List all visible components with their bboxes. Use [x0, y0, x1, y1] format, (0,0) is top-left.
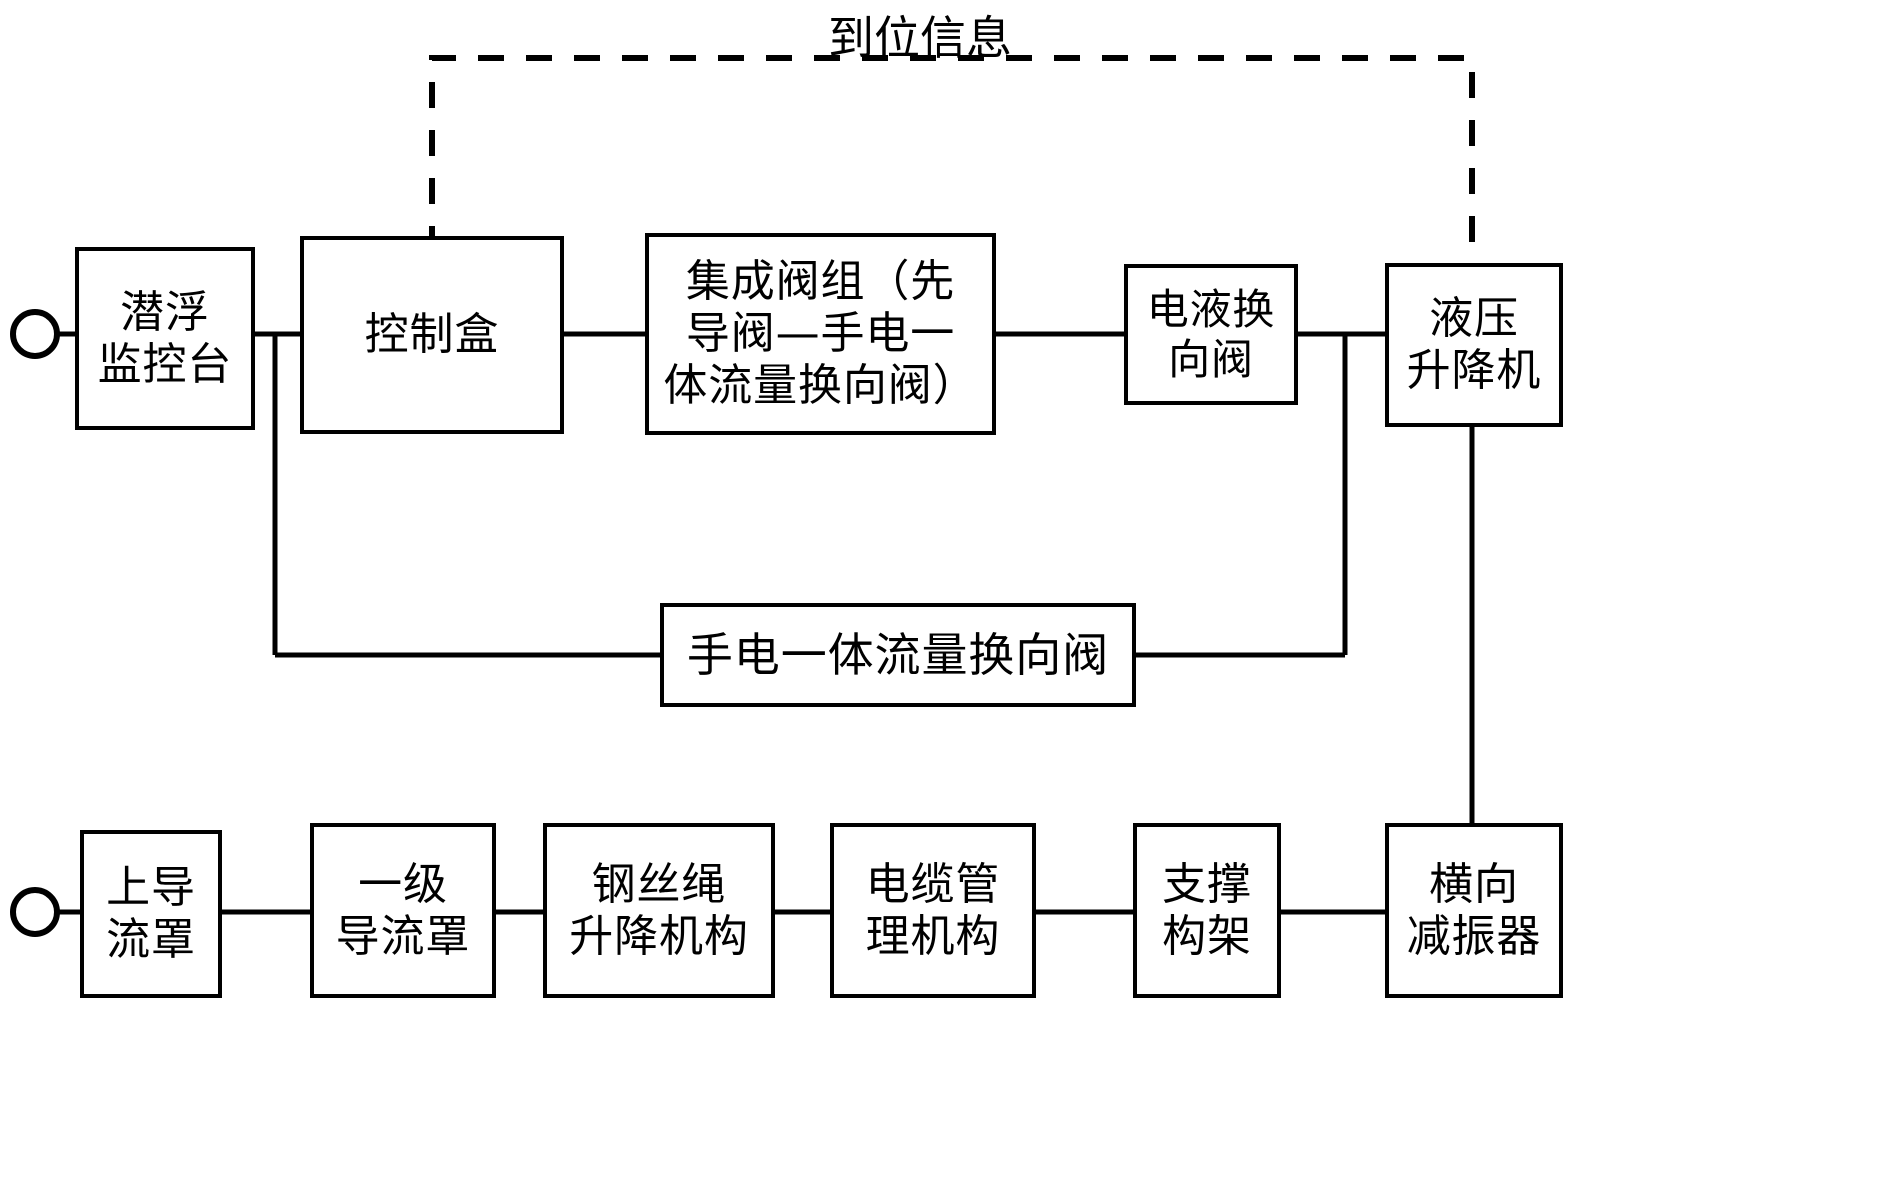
node-hydraulic-lift-label: 液压 升降机 — [1406, 293, 1542, 396]
node-hydraulic-lift[interactable]: 液压 升降机 — [1385, 263, 1563, 427]
node-support-frame[interactable]: 支撑 构架 — [1133, 823, 1281, 998]
node-primary-fairing[interactable]: 一级 导流罩 — [310, 823, 496, 998]
node-integrated-valve-group-label: 集成阀组（先 导阀—手电一 体流量换向阀） — [663, 256, 978, 411]
node-control-box[interactable]: 控制盒 — [300, 236, 564, 434]
node-cable-management-mechanism[interactable]: 电缆管 理机构 — [830, 823, 1036, 998]
node-upper-fairing-label: 上导 流罩 — [106, 862, 196, 965]
node-upper-fairing[interactable]: 上导 流罩 — [80, 830, 222, 998]
top-terminal-circle — [10, 309, 60, 359]
node-control-box-label: 控制盒 — [364, 309, 500, 361]
node-primary-fairing-label: 一级 导流罩 — [335, 858, 471, 962]
node-manual-electric-valve-label: 手电一体流量换向阀 — [686, 627, 1110, 682]
node-submersion-console[interactable]: 潜浮 监控台 — [75, 247, 255, 430]
node-integrated-valve-group[interactable]: 集成阀组（先 导阀—手电一 体流量换向阀） — [645, 233, 996, 435]
node-lateral-damper-label: 横向 减振器 — [1406, 858, 1542, 962]
node-lateral-damper[interactable]: 横向 减振器 — [1385, 823, 1563, 998]
bottom-terminal-circle — [10, 887, 60, 937]
node-wire-rope-lift-mechanism[interactable]: 钢丝绳 升降机构 — [543, 823, 775, 998]
node-cable-management-mechanism-label: 电缆管 理机构 — [865, 858, 1001, 962]
node-wire-rope-lift-mechanism-label: 钢丝绳 升降机构 — [569, 858, 749, 962]
node-electro-hydraulic-valve[interactable]: 电液换 向阀 — [1124, 264, 1298, 405]
node-electro-hydraulic-valve-label: 电液换 向阀 — [1146, 284, 1276, 384]
node-support-frame-label: 支撑 构架 — [1162, 858, 1252, 962]
node-manual-electric-valve[interactable]: 手电一体流量换向阀 — [660, 603, 1136, 707]
node-submersion-console-label: 潜浮 监控台 — [97, 286, 233, 390]
feedback-annotation-label: 到位信息 — [828, 11, 1012, 65]
wire-feedback-dashed — [429, 55, 1475, 242]
